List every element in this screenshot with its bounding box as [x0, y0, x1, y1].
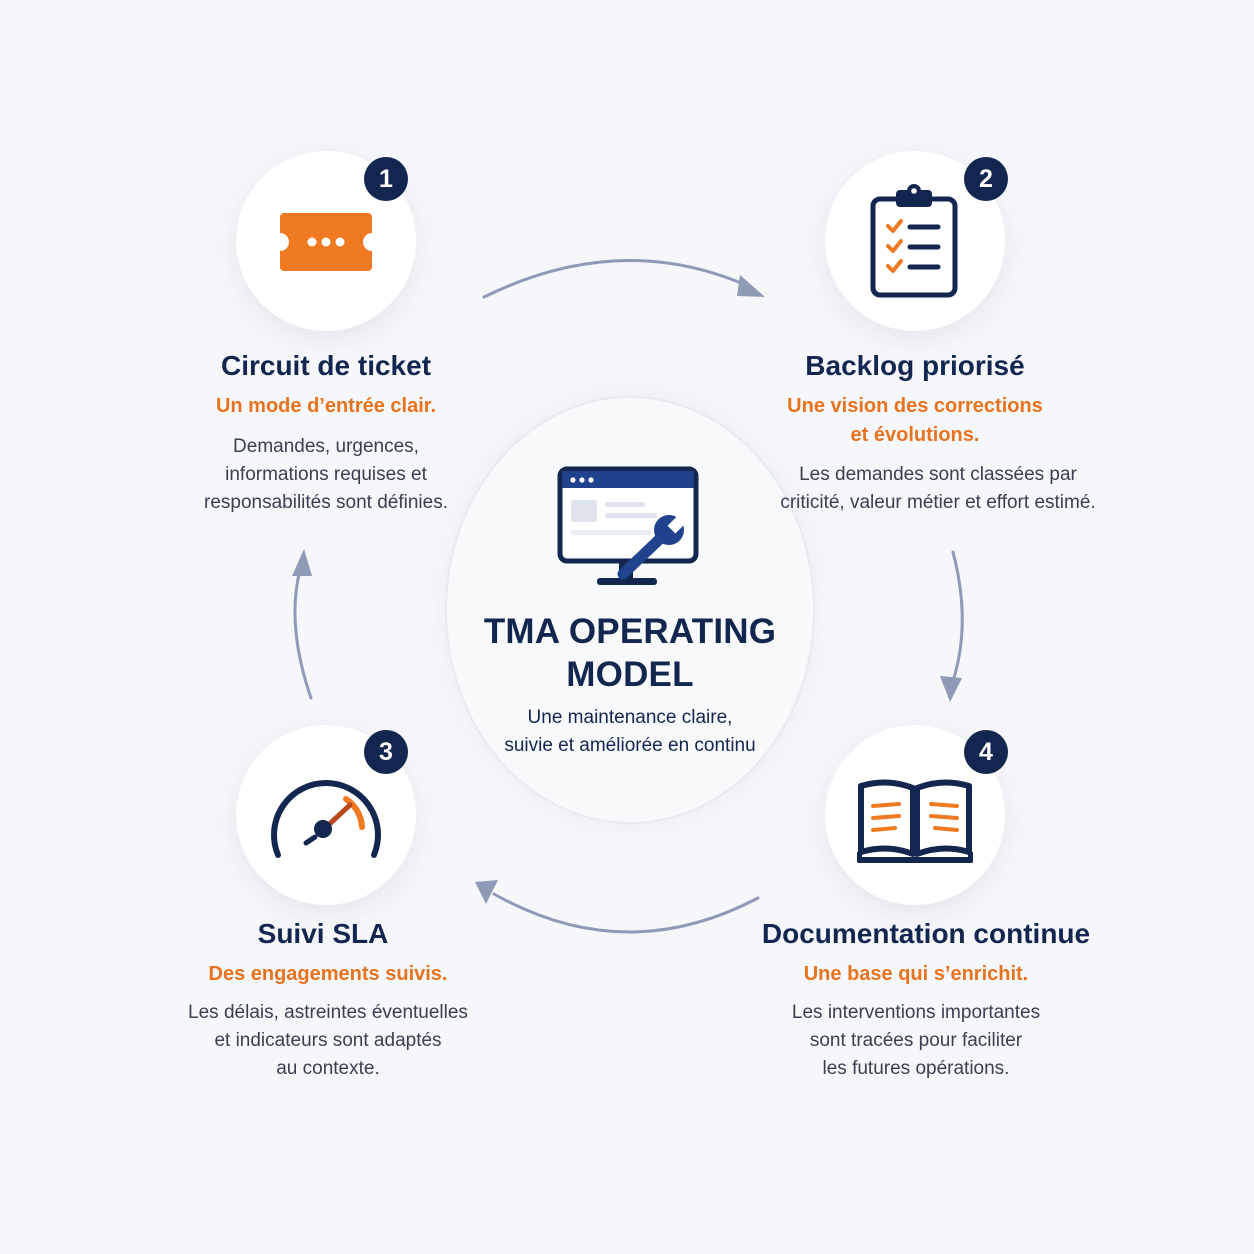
center-hub: TMA OPERATING MODEL Une maintenance clai… — [445, 396, 815, 824]
step-1-description-line-1: Demandes, urgences, — [233, 436, 419, 457]
step-4-description-line-3: les futures opérations. — [822, 1058, 1010, 1079]
arrow-1-to-2 — [482, 259, 750, 299]
step-4-description-line-1: Les interventions importantes — [791, 1002, 1041, 1023]
step-3-description-line-2: et indicateurs sont adaptés — [214, 1030, 442, 1051]
step-2-title: Backlog priorisé — [805, 350, 1025, 381]
center-subtitle: Une maintenance claire, suivie et amélio… — [467, 704, 793, 760]
arrowhead-2-to-4 — [940, 676, 962, 702]
step-4-subtitle: Une base qui s’enrichit. — [716, 960, 1116, 989]
arrowhead-1-to-2 — [737, 275, 765, 297]
center-subtitle-line-2: suivie et améliorée en continu — [504, 735, 756, 756]
step-3-description-line-3: au contexte. — [276, 1058, 380, 1079]
step-2-description-line-1: Les demandes sont classées par — [799, 464, 1077, 485]
step-2-description: Les demandes sont classées par criticité… — [738, 461, 1138, 517]
center-subtitle-line-1: Une maintenance claire, — [527, 707, 733, 728]
arrow-2-to-4 — [950, 550, 964, 686]
arrowhead-4-to-3 — [475, 880, 498, 904]
center-title-line-1: TMA OPERATING — [483, 612, 777, 651]
speedometer-icon — [271, 780, 381, 858]
step-1-description-line-3: responsabilités sont définies. — [204, 492, 448, 513]
step-4-description-line-2: sont tracées pour faciliter — [809, 1030, 1023, 1051]
step-1-description-line-2: informations requises et — [225, 464, 427, 485]
arrow-3-to-1 — [293, 568, 313, 700]
step-3-description-line-1: Les délais, astreintes éventuelles — [188, 1002, 468, 1023]
step-2-description-line-2: criticité, valeur métier et effort estim… — [780, 492, 1096, 513]
step-4-number-badge: 4 — [964, 730, 1008, 774]
center-title: TMA OPERATING MODEL — [447, 610, 813, 696]
step-1-title: Circuit de ticket — [220, 350, 432, 381]
center-title-line-2: MODEL — [566, 655, 694, 694]
step-1-subtitle-line-1: Un mode d’entrée clair. — [215, 395, 437, 417]
step-3-description: Les délais, astreintes éventuelles et in… — [128, 999, 528, 1083]
arrowhead-3-to-1 — [292, 549, 312, 576]
step-3-subtitle: Des engagements suivis. — [128, 960, 528, 989]
step-4-subtitle-line-1: Une base qui s’enrichit. — [803, 963, 1029, 985]
step-4-title: Documentation continue — [761, 918, 1091, 949]
step-1-number-badge: 1 — [364, 157, 408, 201]
ticket-icon — [280, 213, 372, 271]
step-1-subtitle: Un mode d’entrée clair. — [126, 392, 526, 421]
monitor-wrench-icon — [557, 466, 699, 585]
step-3-title: Suivi SLA — [257, 918, 389, 949]
step-2-number-badge: 2 — [964, 157, 1008, 201]
step-2-subtitle: Une vision des corrections et évolutions… — [715, 392, 1115, 450]
step-4-description: Les interventions importantes sont tracé… — [716, 999, 1116, 1083]
open-book-icon — [857, 779, 973, 863]
clipboard-checklist-icon — [870, 184, 958, 298]
step-1-description: Demandes, urgences, informations requise… — [146, 433, 506, 517]
step-2-subtitle-line-1: Une vision des corrections — [787, 395, 1043, 417]
step-3-number-badge: 3 — [364, 730, 408, 774]
step-2-subtitle-line-2: et évolutions. — [850, 424, 980, 446]
step-3-subtitle-line-1: Des engagements suivis. — [208, 963, 448, 985]
